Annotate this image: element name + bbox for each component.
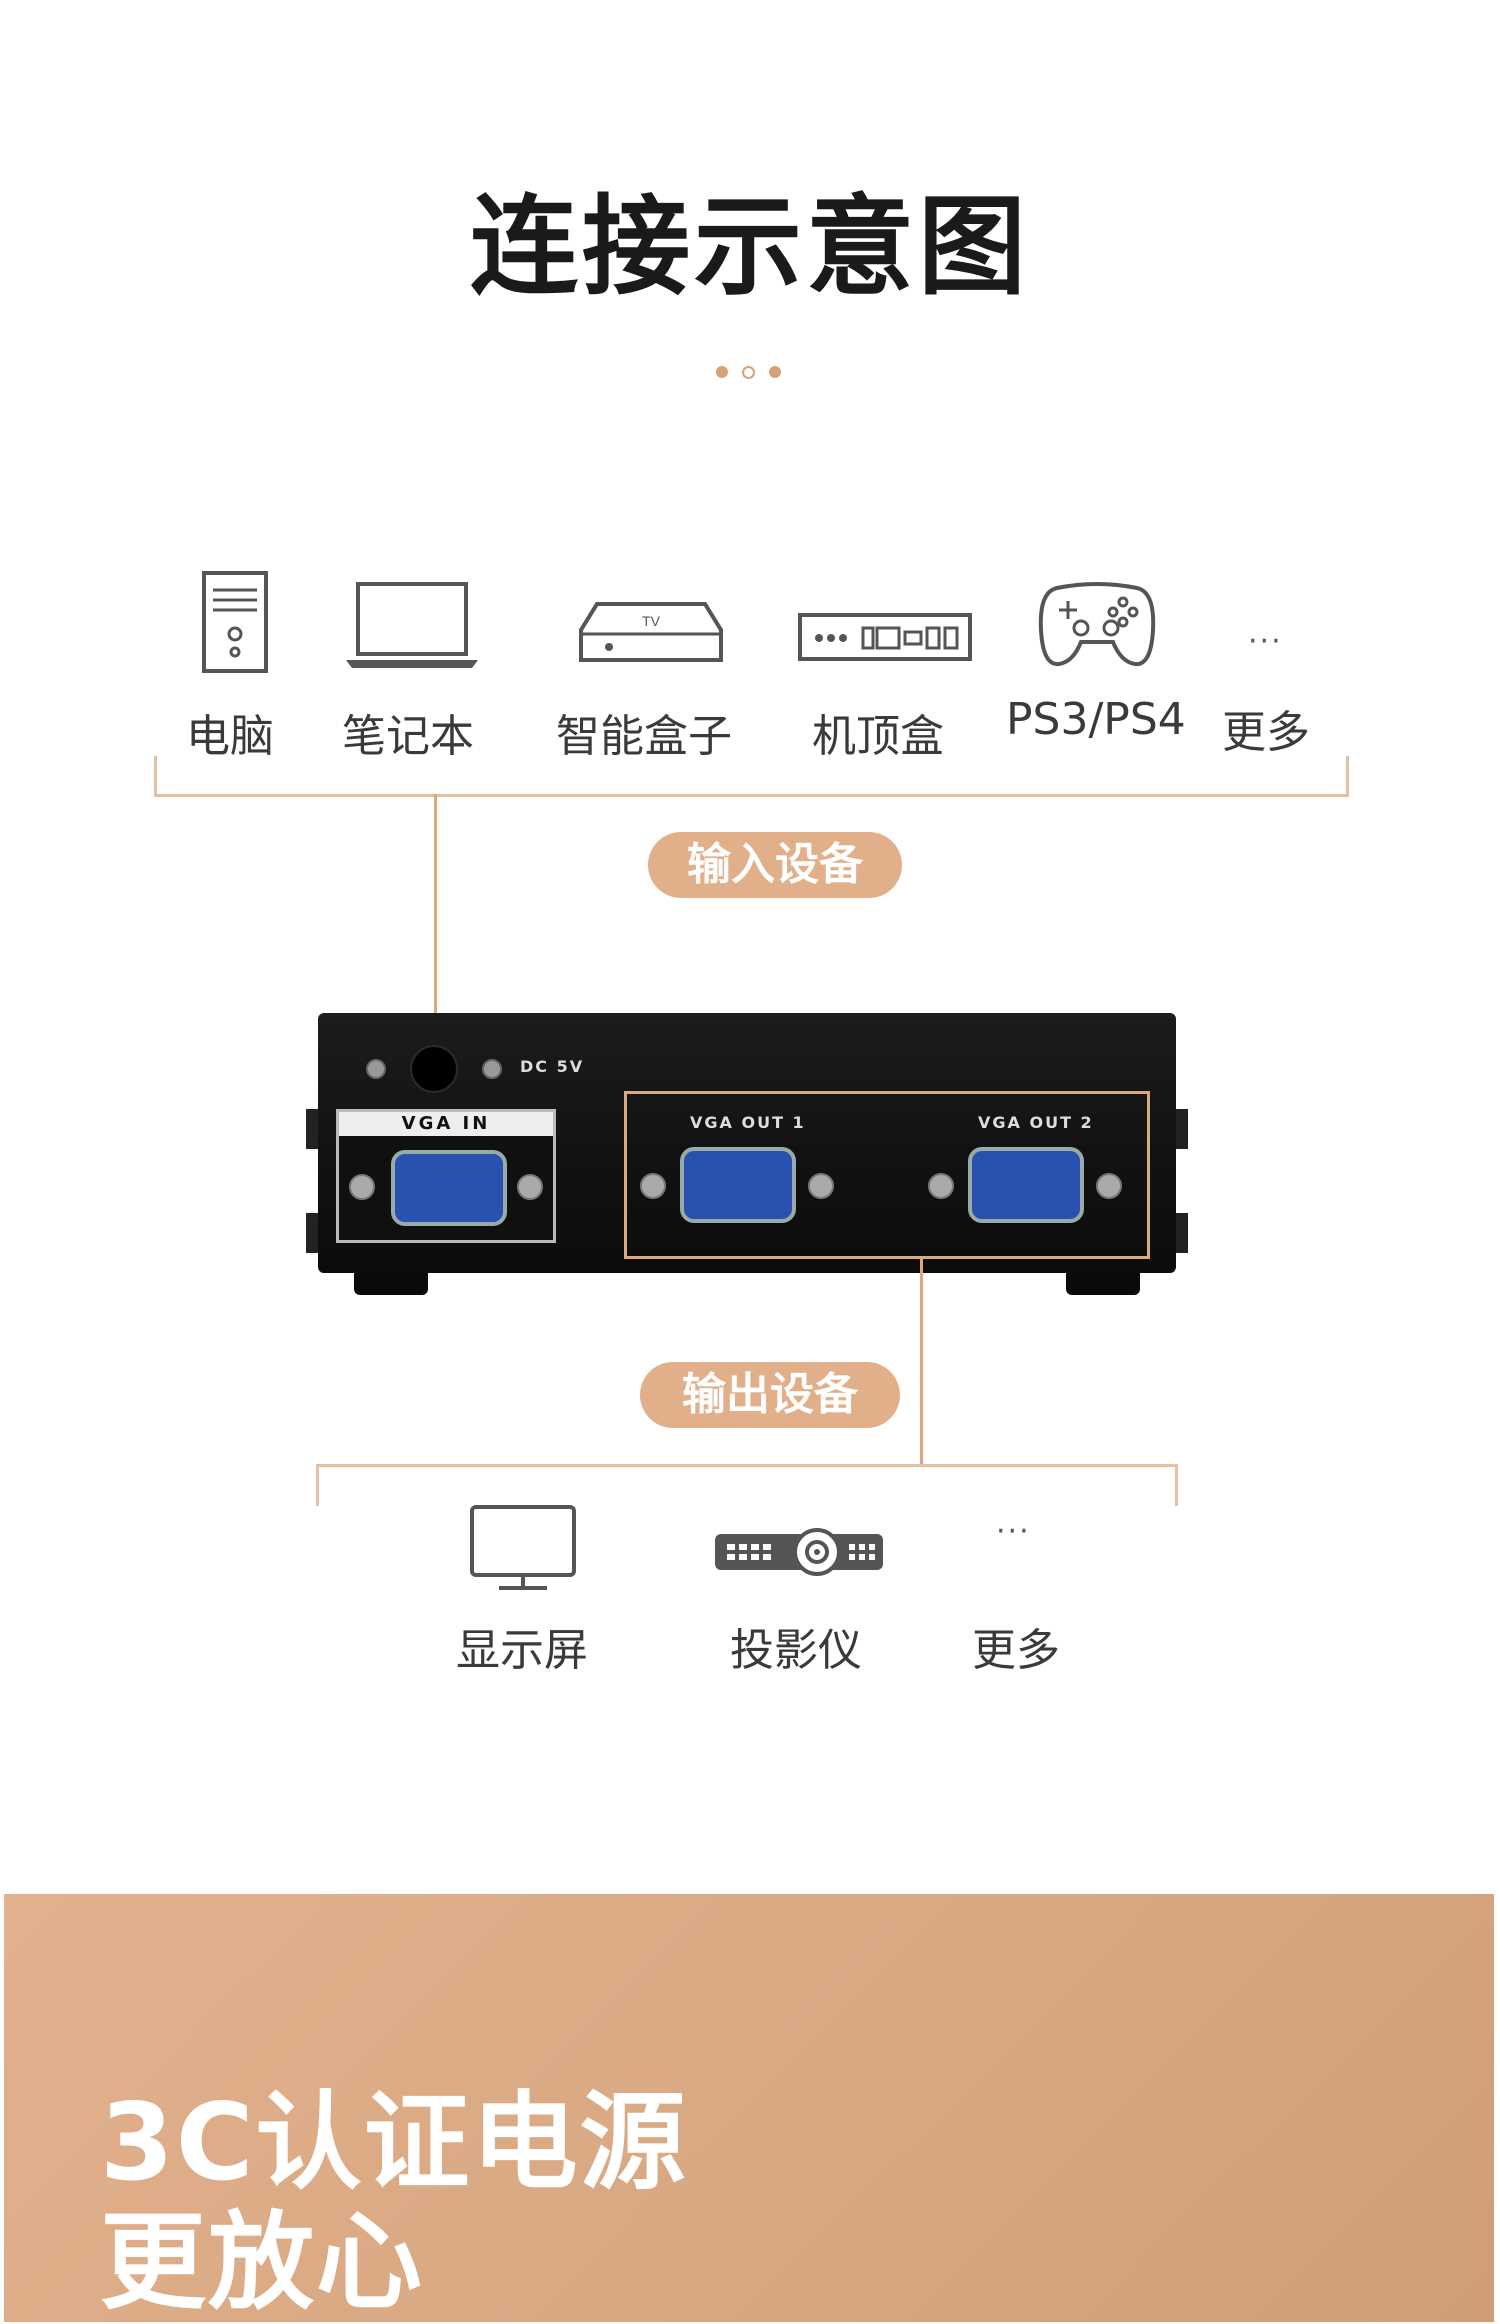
certification-banner: 3C认证电源 更放心	[4, 1894, 1494, 2322]
input-bracket-line	[154, 794, 1349, 797]
projector-icon	[715, 1528, 883, 1576]
bracket-left-tick	[154, 756, 157, 796]
page-title: 连接示意图	[469, 185, 1030, 310]
screw-icon	[517, 1174, 543, 1200]
vga-out-1-label: VGA OUT 1	[690, 1113, 806, 1132]
screw-icon	[640, 1173, 666, 1199]
device-foot	[1066, 1273, 1140, 1295]
output-connector-line	[920, 1256, 923, 1466]
input-label-laptop: 笔记本	[342, 711, 474, 762]
input-device-pc	[180, 570, 290, 674]
input-devices-pill: 输入设备	[648, 832, 902, 898]
vga-in-port[interactable]	[391, 1150, 507, 1226]
output-ports-highlight	[624, 1091, 1150, 1259]
dc-jack-icon	[410, 1045, 458, 1093]
input-label-gamepad: PS3/PS4	[1006, 694, 1186, 745]
input-label-pc: 电脑	[186, 711, 274, 762]
vga-out-1-port[interactable]	[680, 1147, 796, 1223]
bracket-right-tick	[1346, 756, 1349, 796]
output-label-projector: 投影仪	[730, 1625, 862, 1676]
laptop-icon	[346, 582, 478, 668]
output-bracket-line	[316, 1464, 1178, 1467]
vga-splitter-device: DC 5V VGA IN VGA OUT 1 VGA OUT 2	[306, 1013, 1188, 1295]
vga-out-2-label: VGA OUT 2	[978, 1113, 1094, 1132]
input-device-gamepad	[1036, 580, 1158, 670]
monitor-icon	[470, 1505, 576, 1590]
screw-icon	[928, 1173, 954, 1199]
pager-dot[interactable]	[716, 366, 728, 378]
banner-subline: 更放心	[100, 2201, 424, 2324]
screw-icon	[1096, 1173, 1122, 1199]
output-device-monitor	[468, 1504, 578, 1592]
vga-in-label: VGA IN	[339, 1112, 553, 1136]
screw-icon	[349, 1174, 375, 1200]
pager-dot-active[interactable]	[742, 366, 755, 379]
device-foot	[354, 1273, 428, 1295]
tv-box-icon: TV	[579, 602, 723, 662]
banner-headline: 3C认证电源	[100, 2081, 688, 2204]
output-devices-pill: 输出设备	[640, 1362, 900, 1428]
bracket-right-tick	[1175, 1464, 1178, 1506]
input-device-laptop	[342, 580, 482, 670]
more-icon: ···	[1248, 624, 1283, 659]
more-icon: ···	[996, 1514, 1031, 1549]
output-device-projector	[712, 1526, 886, 1578]
input-label-tvbox: 智能盒子	[556, 711, 732, 762]
power-label: DC 5V	[520, 1057, 585, 1076]
input-connector-line	[434, 794, 437, 1072]
output-label-monitor: 显示屏	[456, 1625, 588, 1676]
output-label-more: 更多	[972, 1625, 1060, 1676]
pagination-dots	[716, 366, 781, 379]
vga-out-2-port[interactable]	[968, 1147, 1084, 1223]
screw-icon	[808, 1173, 834, 1199]
desktop-pc-icon	[202, 571, 268, 673]
vga-in-panel: VGA IN	[336, 1109, 556, 1243]
gamepad-icon	[1038, 582, 1156, 667]
input-device-tvbox: TV	[576, 600, 726, 666]
input-device-settopbox	[796, 612, 974, 664]
pager-dot[interactable]	[769, 366, 781, 378]
screw-icon	[482, 1059, 502, 1079]
screw-icon	[366, 1059, 386, 1079]
input-label-more: 更多	[1222, 707, 1310, 758]
bracket-left-tick	[316, 1464, 319, 1506]
input-label-settopbox: 机顶盒	[812, 711, 944, 762]
set-top-box-icon	[798, 613, 972, 661]
tv-box-text: TV	[642, 613, 661, 629]
